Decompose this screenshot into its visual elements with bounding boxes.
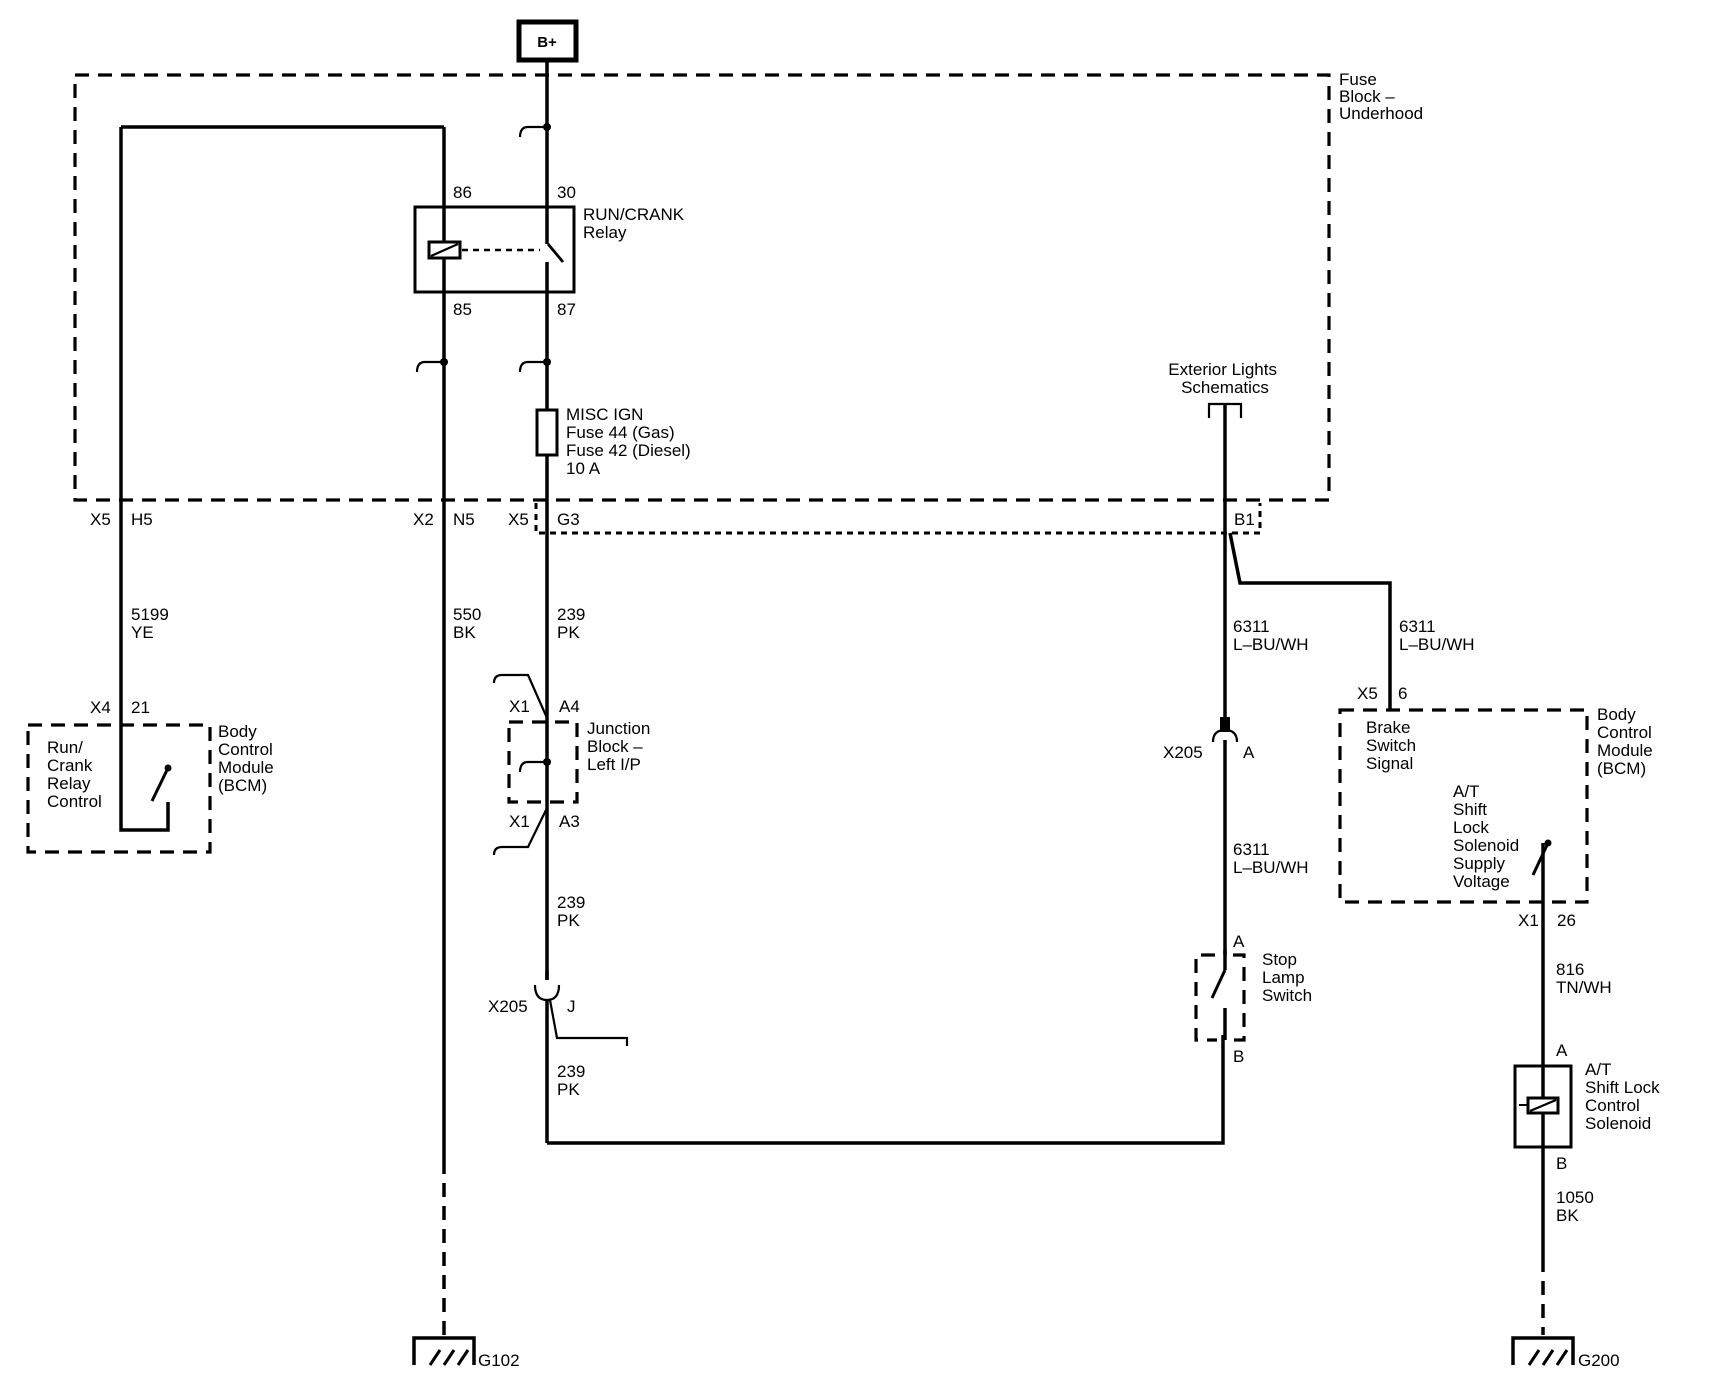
stop-lamp-pin-b: B	[1233, 1047, 1244, 1066]
relay-pin-85: 85	[453, 300, 472, 319]
label-w5199: 5199 YE	[131, 605, 174, 642]
conn-x5-6: X5 6	[1357, 684, 1407, 703]
relay-pin-87: 87	[557, 300, 576, 319]
conn-x1-26: X1 26	[1518, 911, 1576, 930]
battery-power-source: B+	[516, 19, 579, 63]
conn-b1: B1	[1234, 510, 1255, 529]
ground-g102-label: G102	[478, 1351, 520, 1370]
bcm-left-function: Run/ Crank Relay Control	[47, 738, 102, 811]
label-w239-mid: 239 PK	[557, 893, 590, 930]
run-crank-relay	[413, 205, 576, 294]
fuse-label: MISC IGN Fuse 44 (Gas) Fuse 42 (Diesel) …	[566, 405, 695, 478]
bcm-right-output-label: A/T Shift Lock Solenoid Supply Voltage	[1453, 782, 1524, 891]
bcm-right-outline	[1338, 708, 1589, 904]
bcm-right-switch-icon	[1531, 839, 1552, 902]
conn-x205-j: X205 J	[488, 997, 576, 1016]
wire-6311-branch	[1228, 532, 1392, 710]
junction-stubs	[492, 673, 551, 856]
junction-block-label: Junction Block – Left I/P	[587, 719, 655, 774]
label-w6311-left: 6311 L–BU/WH	[1233, 617, 1309, 654]
bcm-left-label: Body Control Module (BCM)	[218, 722, 279, 795]
fuse-block-outline	[73, 73, 1331, 502]
battery-label: B+	[537, 34, 557, 51]
label-w1050: 1050 BK	[1556, 1188, 1599, 1225]
fuse-block-label: Fuse Block – Underhood	[1339, 70, 1423, 123]
misc-ign-fuse	[535, 408, 559, 457]
ground-g200-icon	[1511, 1336, 1575, 1366]
exterior-lights-label: Exterior Lights Schematics	[1168, 360, 1281, 397]
junction-block-outline	[507, 720, 579, 804]
solenoid-pin-b: B	[1556, 1154, 1567, 1173]
conn-x1-a4: X1 A4	[509, 697, 580, 716]
stop-lamp-switch-icon	[1210, 969, 1227, 999]
solenoid-label: A/T Shift Lock Control Solenoid	[1585, 1060, 1664, 1133]
label-w6311-right: 6311 L–BU/WH	[1399, 617, 1475, 654]
label-w550: 550 BK	[453, 605, 486, 642]
bcm-right-label: Body Control Module (BCM)	[1597, 705, 1658, 778]
label-w6311-low: 6311 L–BU/WH	[1233, 840, 1309, 877]
wire-239-to-stop-lamp	[547, 1035, 1225, 1145]
label-w239-top: 239 PK	[557, 605, 590, 642]
relay-switch-icon	[546, 243, 565, 263]
relay-pin-30: 30	[557, 183, 576, 202]
conn-x5-g3: X5 G3	[508, 510, 580, 529]
conn-x5-h5: X5 H5	[90, 510, 153, 529]
shift-lock-solenoid	[1513, 1064, 1573, 1149]
stop-lamp-switch	[1194, 950, 1246, 1042]
relay-label: RUN/CRANK Relay	[583, 205, 689, 242]
splice-stubs	[415, 123, 551, 373]
bcm-right-input-label: Brake Switch Signal	[1366, 718, 1421, 773]
stop-lamp-pin-a: A	[1233, 932, 1245, 951]
ground-g200-label: G200	[1578, 1351, 1620, 1370]
ground-g102-icon	[412, 1336, 476, 1366]
x5-connector-outline	[534, 503, 1262, 535]
conn-x205-a: X205 A	[1163, 743, 1255, 762]
bcm-left-outline	[26, 723, 212, 854]
x205-j-connector	[533, 970, 629, 1046]
x205-a-connector	[1211, 717, 1239, 743]
bcm-left-switch-icon	[119, 764, 172, 832]
conn-x4-21: X4 21	[90, 698, 150, 717]
label-w239-bot: 239 PK	[557, 1062, 590, 1099]
relay-pin-86: 86	[453, 183, 472, 202]
label-w816: 816 TN/WH	[1556, 960, 1612, 997]
stop-lamp-switch-label: Stop Lamp Switch	[1262, 950, 1312, 1005]
solenoid-pin-a: A	[1556, 1041, 1568, 1060]
conn-x1-a3: X1 A3	[509, 812, 580, 831]
conn-x2-n5: X2 N5	[413, 510, 475, 529]
